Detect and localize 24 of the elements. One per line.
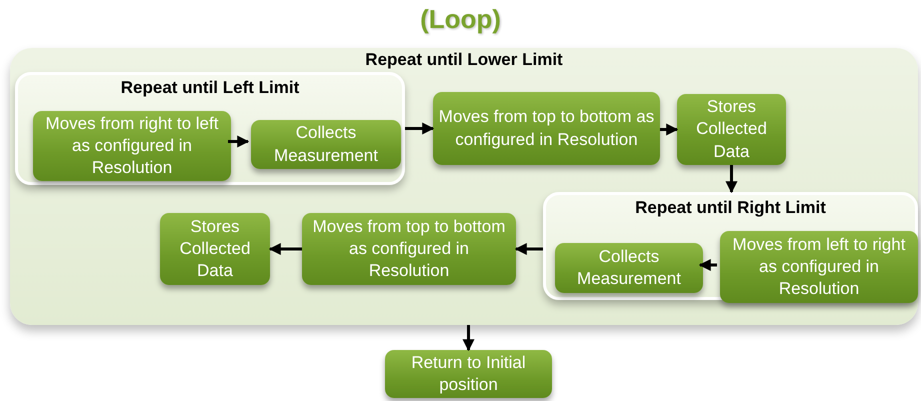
process-box: Stores Collected Data — [677, 94, 786, 165]
diagram-title: (Loop) — [419, 4, 502, 35]
process-box: Moves from top to bottom as configured in Resolution — [302, 213, 516, 285]
process-box: Moves from left to right as configured in Resolution — [720, 231, 918, 303]
loop-group — [15, 72, 405, 185]
process-box: Moves from right to left as configured in Resolution — [33, 111, 231, 181]
arrow — [462, 325, 474, 352]
process-box: Return to Initial position — [385, 350, 552, 398]
loop-group — [543, 192, 918, 300]
process-box: Moves from top to bottom as configured in Resolution — [433, 92, 660, 165]
process-box: Collects Measurement — [555, 243, 703, 293]
group-heading: Repeat until Left Limit — [120, 78, 300, 98]
arrow — [228, 136, 250, 148]
loop-heading: Repeat until Lower Limit — [364, 50, 564, 70]
arrow — [660, 124, 678, 136]
process-box: Collects Measurement — [251, 120, 401, 169]
arrow — [268, 243, 302, 255]
group-heading: Repeat until Right Limit — [634, 198, 827, 218]
arrow — [726, 165, 738, 194]
arrow — [698, 259, 717, 271]
loop-container — [10, 48, 918, 325]
arrow — [405, 122, 434, 134]
arrow — [514, 243, 543, 255]
process-box: Stores Collected Data — [160, 213, 270, 285]
